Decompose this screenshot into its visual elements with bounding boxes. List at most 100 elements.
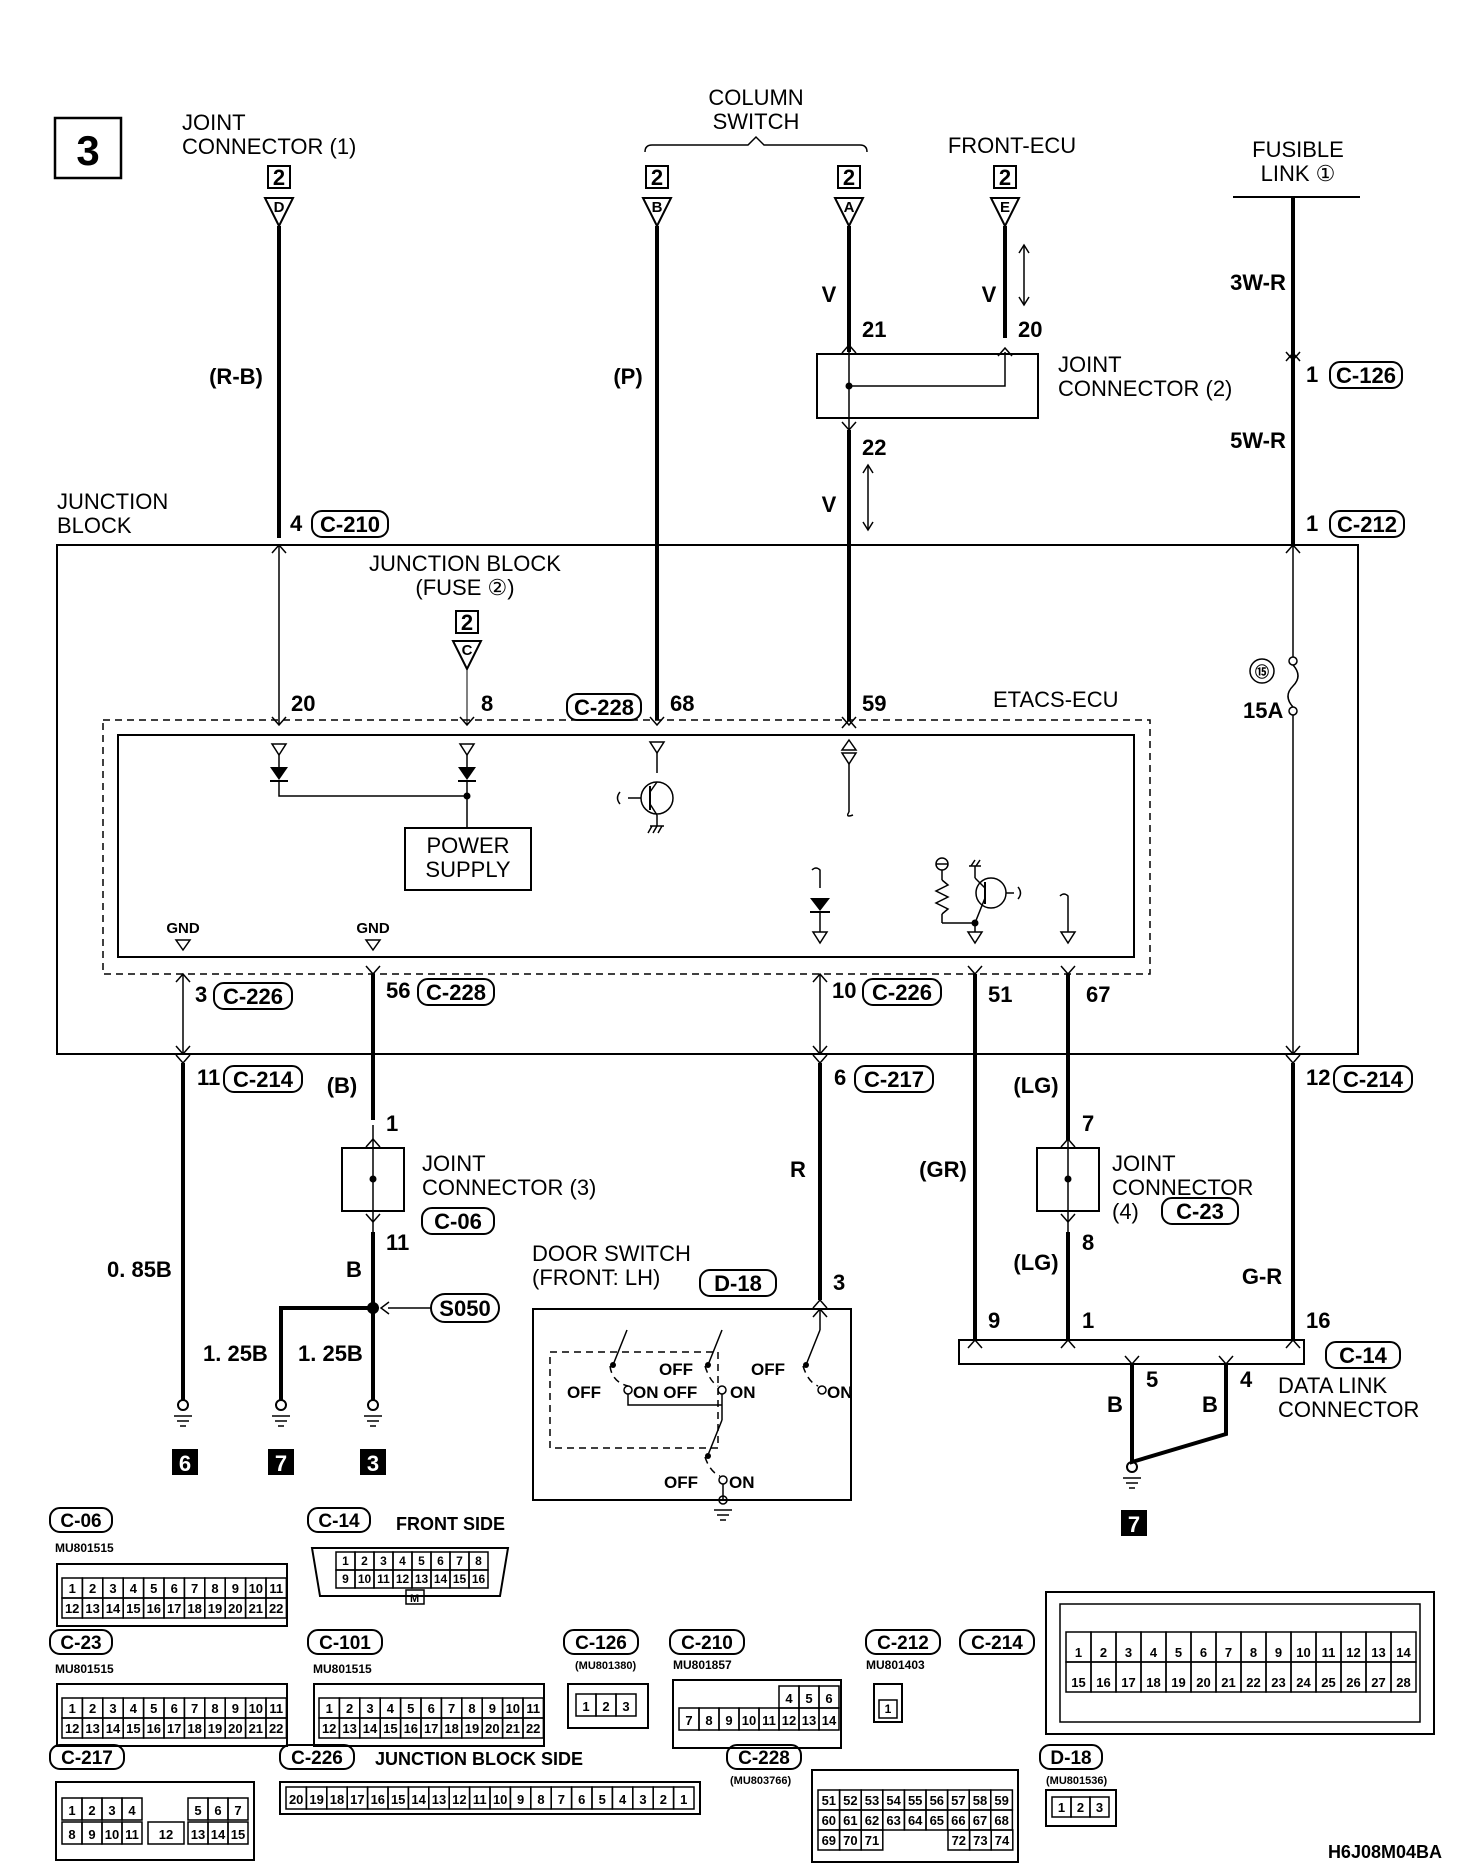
wire-color-b-jc3: B	[346, 1257, 362, 1282]
pin-cell: 11	[269, 1581, 283, 1596]
ref-joint-connector-1: 2 D	[263, 165, 295, 229]
pin-cell: 10	[249, 1581, 263, 1596]
pin-cell: 21	[249, 1601, 263, 1616]
svg-text:E: E	[1000, 199, 1010, 216]
pin-cell: 1	[69, 1701, 76, 1716]
wire-color-v-2: V	[982, 282, 997, 307]
pin-cell: 54	[886, 1793, 901, 1808]
ref-junction-block-fuse: 2 C	[451, 610, 483, 672]
pin-cell: 12	[322, 1721, 336, 1736]
panel-c14-tag: C-14	[318, 1511, 360, 1532]
pin-cell: 19	[208, 1721, 222, 1736]
pin-cell: 56	[930, 1793, 944, 1808]
pin-cell: 21	[249, 1721, 263, 1736]
svg-text:2: 2	[651, 165, 663, 190]
c228-tag-top: C-228	[574, 695, 634, 720]
pin-cell: 18	[444, 1721, 458, 1736]
wire-color-b-dlc-2: B	[1202, 1392, 1218, 1417]
pin-cell: 5	[150, 1701, 157, 1716]
pin-cell: 53	[865, 1793, 879, 1808]
pin-cell: 10	[105, 1827, 119, 1842]
pin-cell: 10	[506, 1701, 520, 1716]
gnd-label-2: GND	[356, 920, 390, 937]
pin-cell: 5	[805, 1691, 812, 1706]
pin-cell: 69	[822, 1833, 836, 1848]
panel-c126-part: (MU801380)	[575, 1660, 636, 1672]
pin-cell: 16	[371, 1792, 385, 1807]
pin-cell: 9	[342, 1572, 349, 1586]
ground-ref-7a: 7	[275, 1451, 287, 1476]
pin-cell: 8	[1250, 1645, 1257, 1660]
pin-cell: 12	[396, 1572, 410, 1586]
pin-cell: 57	[951, 1793, 965, 1808]
pin-cell: 4	[785, 1691, 793, 1706]
svg-text:A: A	[844, 199, 855, 216]
pin-cell: 13	[342, 1721, 356, 1736]
pin-cell: 2	[602, 1699, 609, 1714]
pin-cell: 17	[167, 1601, 181, 1616]
pin-cell: 16	[1096, 1675, 1110, 1690]
c226-tag-2: C-226	[872, 980, 932, 1005]
pin-cell: 27	[1371, 1675, 1385, 1690]
pin-cell: 7	[448, 1701, 455, 1716]
svg-text:D: D	[274, 199, 285, 216]
pin-cell: 3	[639, 1792, 646, 1807]
pin-cell: 3	[622, 1699, 629, 1714]
panel-c06-tag: C-06	[60, 1511, 101, 1532]
pin-cell: 9	[232, 1581, 239, 1596]
pin-cell: 5	[599, 1792, 606, 1807]
pin-cell: 6	[214, 1803, 221, 1818]
pin-cell: 64	[908, 1813, 923, 1828]
s050-tag: S050	[439, 1296, 490, 1321]
svg-text:2: 2	[273, 165, 285, 190]
pin-68: 68	[670, 691, 694, 716]
fuse-number: ⑮	[1255, 664, 1269, 680]
pin-cell: 6	[1200, 1645, 1207, 1660]
panel-c217-grid-d: 12	[147, 1821, 185, 1845]
panel-c214-tag: C-214	[971, 1633, 1023, 1654]
pin-cell: 2	[89, 1701, 96, 1716]
c23-tag: C-23	[1176, 1199, 1224, 1224]
pin-cell: 28	[1396, 1675, 1410, 1690]
pin-cell: 67	[973, 1813, 987, 1828]
pin-cell: 11	[526, 1701, 540, 1716]
pin-51: 51	[988, 982, 1012, 1007]
pin-5: 5	[1146, 1367, 1158, 1392]
pin-cell: 12	[65, 1721, 79, 1736]
c214-tag-1: C-214	[233, 1067, 294, 1092]
pin-cell: 10	[249, 1701, 263, 1716]
pin-cell: 15	[231, 1827, 245, 1842]
svg-text:2: 2	[999, 165, 1011, 190]
pin-cell: 8	[475, 1554, 482, 1568]
pin-cell: 6	[171, 1701, 178, 1716]
c06-tag: C-06	[434, 1209, 482, 1234]
ref-column-switch-b: 2 B	[641, 165, 673, 229]
pin-cell: 72	[952, 1833, 966, 1848]
pin-cell: 68	[994, 1813, 1008, 1828]
pin-cell: 4	[387, 1701, 395, 1716]
figure-id: H6J08M04BA	[1328, 1842, 1442, 1862]
pin-cell: 6	[428, 1701, 435, 1716]
c214-tag-2: C-214	[1343, 1067, 1404, 1092]
pin-cell: 21	[506, 1721, 520, 1736]
svg-text:B: B	[652, 199, 663, 216]
pin-cell: 8	[211, 1581, 218, 1596]
pin-3-c226: 3	[195, 982, 207, 1007]
panel-c126-tag: C-126	[575, 1633, 627, 1654]
pin-cell: 17	[350, 1792, 364, 1807]
pin-11-c214: 11	[197, 1065, 220, 1090]
pin-cell: 11	[125, 1827, 139, 1842]
junction-block-fuse-label: JUNCTION BLOCK(FUSE ②)	[369, 551, 561, 600]
pin-67: 67	[1086, 982, 1110, 1007]
pin-cell: 60	[822, 1813, 836, 1828]
pin-cell: 19	[309, 1792, 323, 1807]
pin-20-jc2: 20	[1018, 317, 1042, 342]
wire-color-v-1: V	[822, 282, 837, 307]
